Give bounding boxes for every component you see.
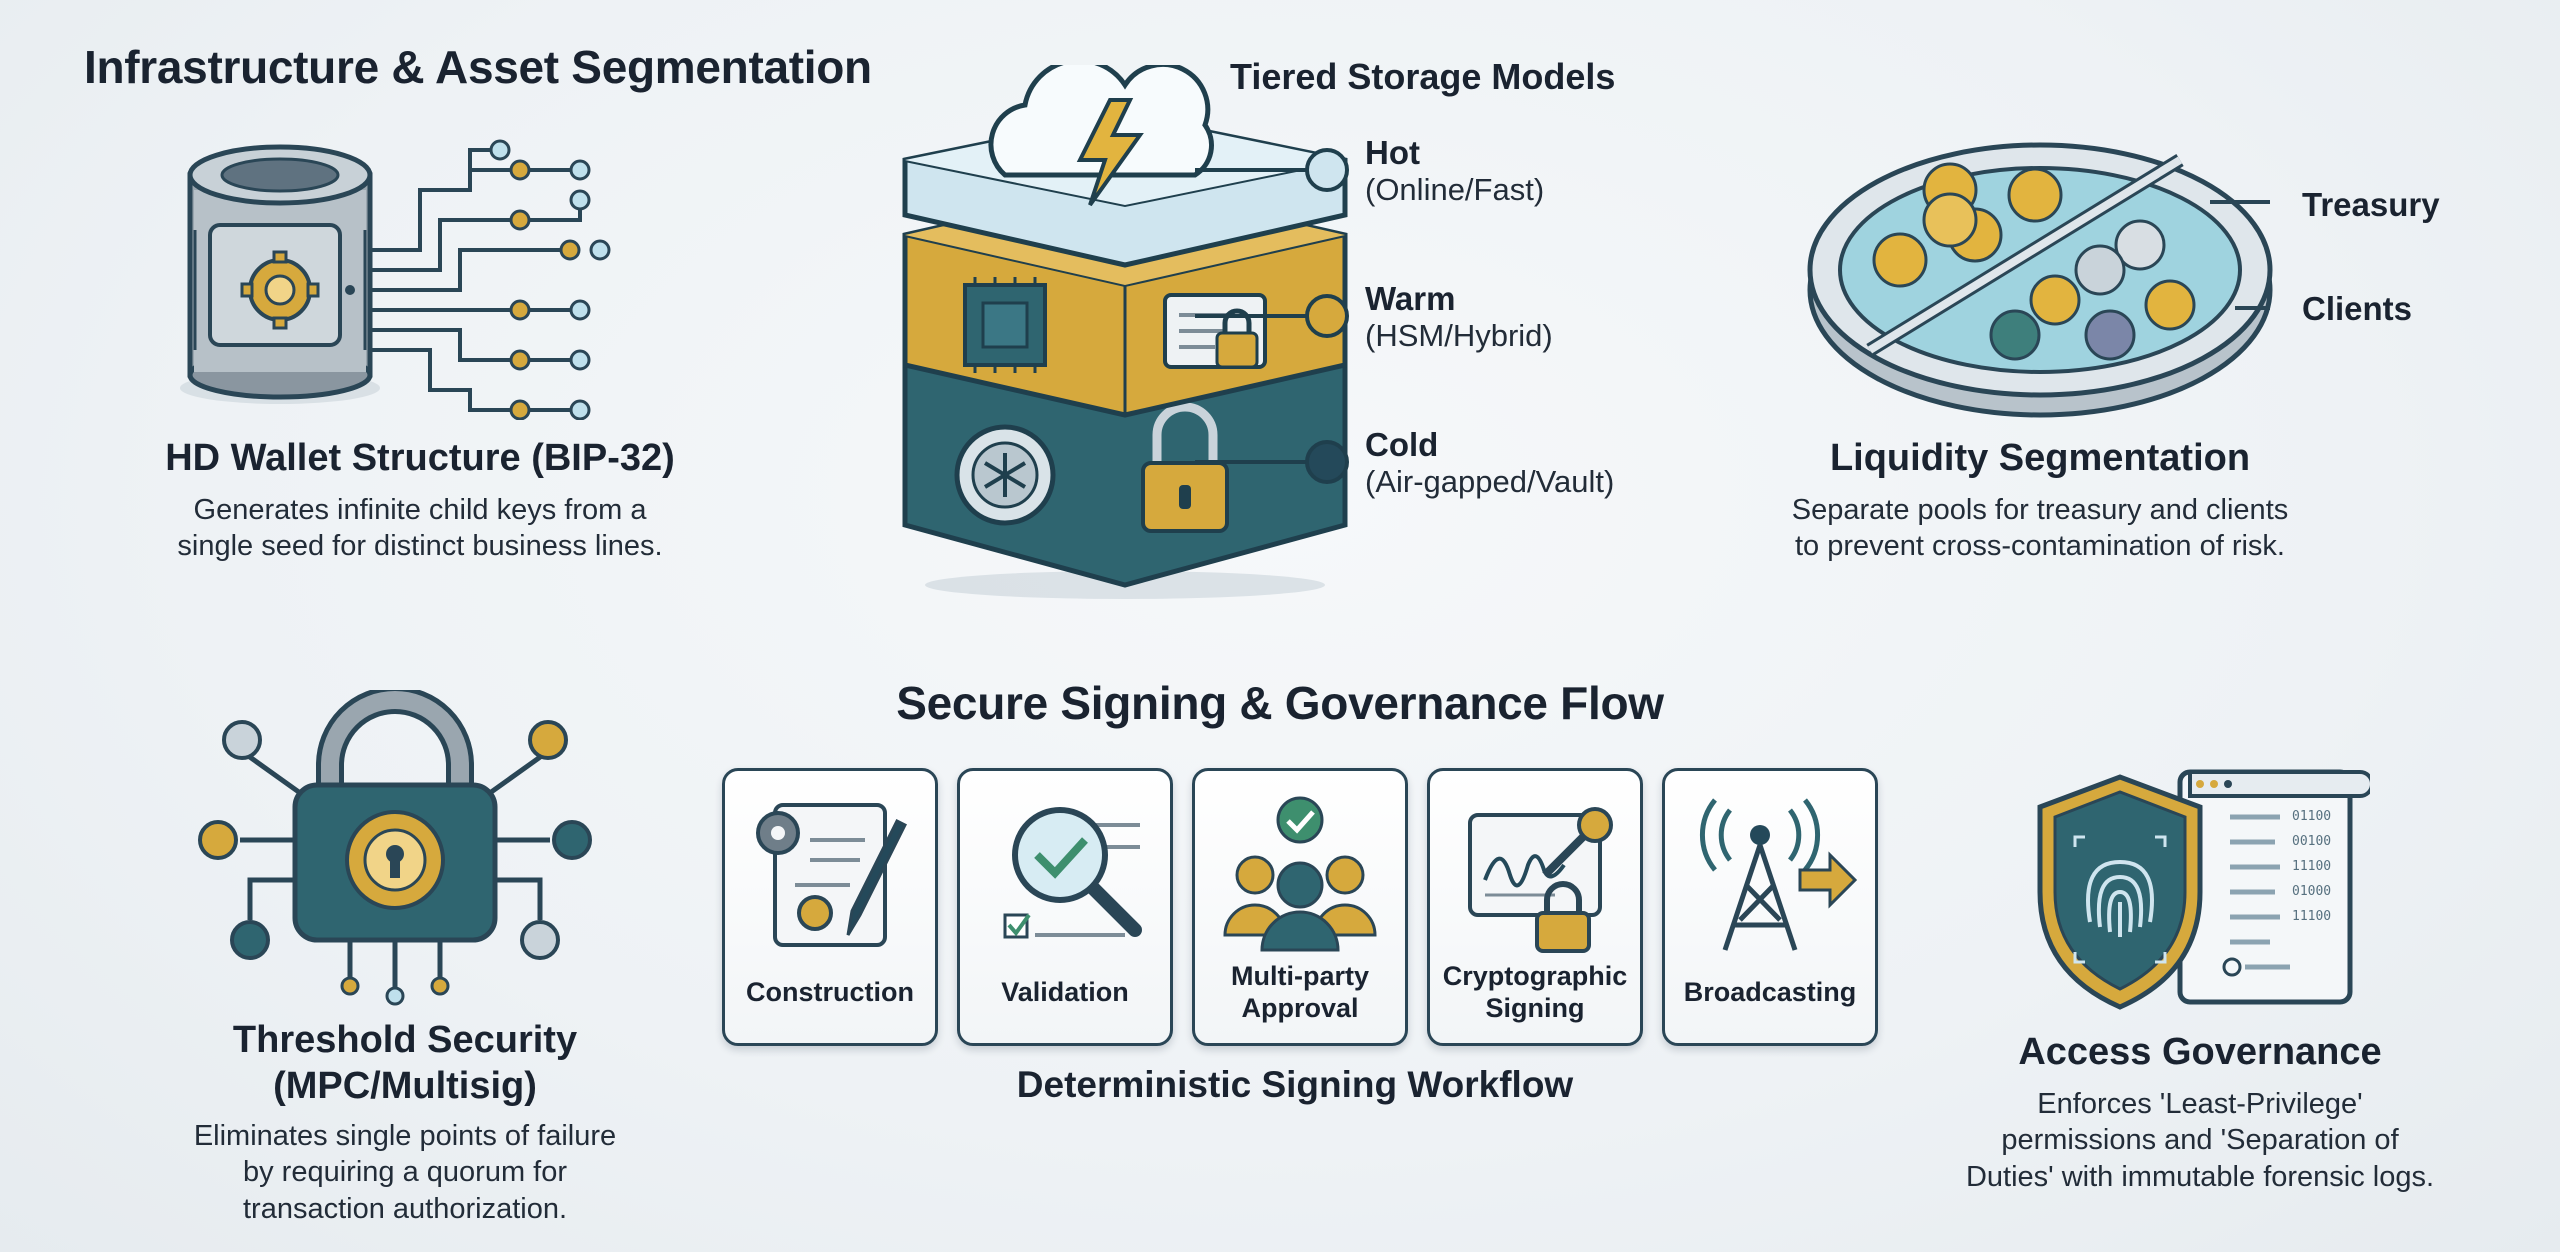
workflow-caption: Deterministic Signing Workflow [1016, 1064, 1574, 1105]
access-title: Access Governance [2018, 1031, 2382, 1073]
step-card-validation: Validation [957, 768, 1173, 1046]
tier-hot: Hot (Online/Fast) [1365, 134, 1545, 207]
svg-text:01000: 01000 [2292, 884, 2331, 899]
cloud-lightning-icon [988, 65, 1214, 207]
liquidity-description: Separate pools for treasury and clients … [1791, 494, 2289, 563]
step-label: Broadcasting [1683, 977, 1857, 1008]
padlock-icon [1141, 402, 1229, 533]
hd-wallet-description: Generates infinite child keys from a sin… [177, 494, 663, 563]
gear-icon [345, 810, 445, 910]
step-label: Multi-party Approval [1231, 961, 1369, 1023]
threshold-description: Eliminates single points of failure by r… [193, 1120, 617, 1225]
shield-fingerprint-icon [2037, 774, 2203, 1010]
people-check-icon [1223, 796, 1377, 952]
step-label: Construction [746, 977, 914, 1008]
tier-cold: Cold (Air-gapped/Vault) [1365, 426, 1615, 499]
access-governance-illustration: 01100 00100 11100 01000 11100 [2037, 769, 2370, 1010]
server-cylinder-icon [180, 139, 611, 420]
chip-icon [963, 277, 1047, 373]
tier-connectors [1195, 148, 1349, 484]
svg-text:11100: 11100 [2292, 859, 2331, 874]
signature-key-icon [1468, 807, 1613, 953]
hd-wallet-title: HD Wallet Structure (BIP-32) [165, 437, 675, 479]
step-card-broadcasting: Broadcasting [1662, 768, 1878, 1046]
threshold-title: Threshold Security (MPC/Multisig) [232, 1019, 578, 1107]
storage-stack-illustration [902, 65, 1348, 599]
step-card-signing: Cryptographic Signing [1427, 768, 1643, 1046]
coin-tray-icon [1807, 142, 2273, 418]
access-description: Enforces 'Least-Privilege' permissions a… [1965, 1088, 2435, 1193]
step-label: Validation [1001, 977, 1129, 1008]
treasury-label: Treasury [2302, 186, 2440, 223]
svg-text:01100: 01100 [2292, 809, 2331, 824]
storage-title: Tiered Storage Models [1230, 56, 1616, 97]
key-icon [198, 720, 592, 960]
step-label: Cryptographic Signing [1442, 961, 1628, 1023]
clients-label: Clients [2302, 290, 2413, 327]
log-scroll-icon: 01100 00100 11100 01000 11100 [2177, 769, 2370, 1005]
step-card-approval: Multi-party Approval [1192, 768, 1408, 1046]
vault-snowflake-icon [954, 424, 1056, 526]
step-card-construction: Construction [722, 768, 938, 1046]
tier-warm: Warm (HSM/Hybrid) [1365, 280, 1553, 353]
magnifier-check-icon [1003, 807, 1142, 939]
section-title-infrastructure: Infrastructure & Asset Segmentation [84, 41, 872, 93]
section-title-signing: Secure Signing & Governance Flow [896, 677, 1664, 729]
liquidity-title: Liquidity Segmentation [1829, 437, 2251, 479]
svg-text:00100: 00100 [2292, 834, 2331, 849]
svg-text:11100: 11100 [2292, 909, 2331, 924]
document-pen-icon [756, 803, 908, 947]
threshold-lock-illustration [198, 690, 592, 1006]
antenna-tower-icon [1700, 798, 1858, 951]
